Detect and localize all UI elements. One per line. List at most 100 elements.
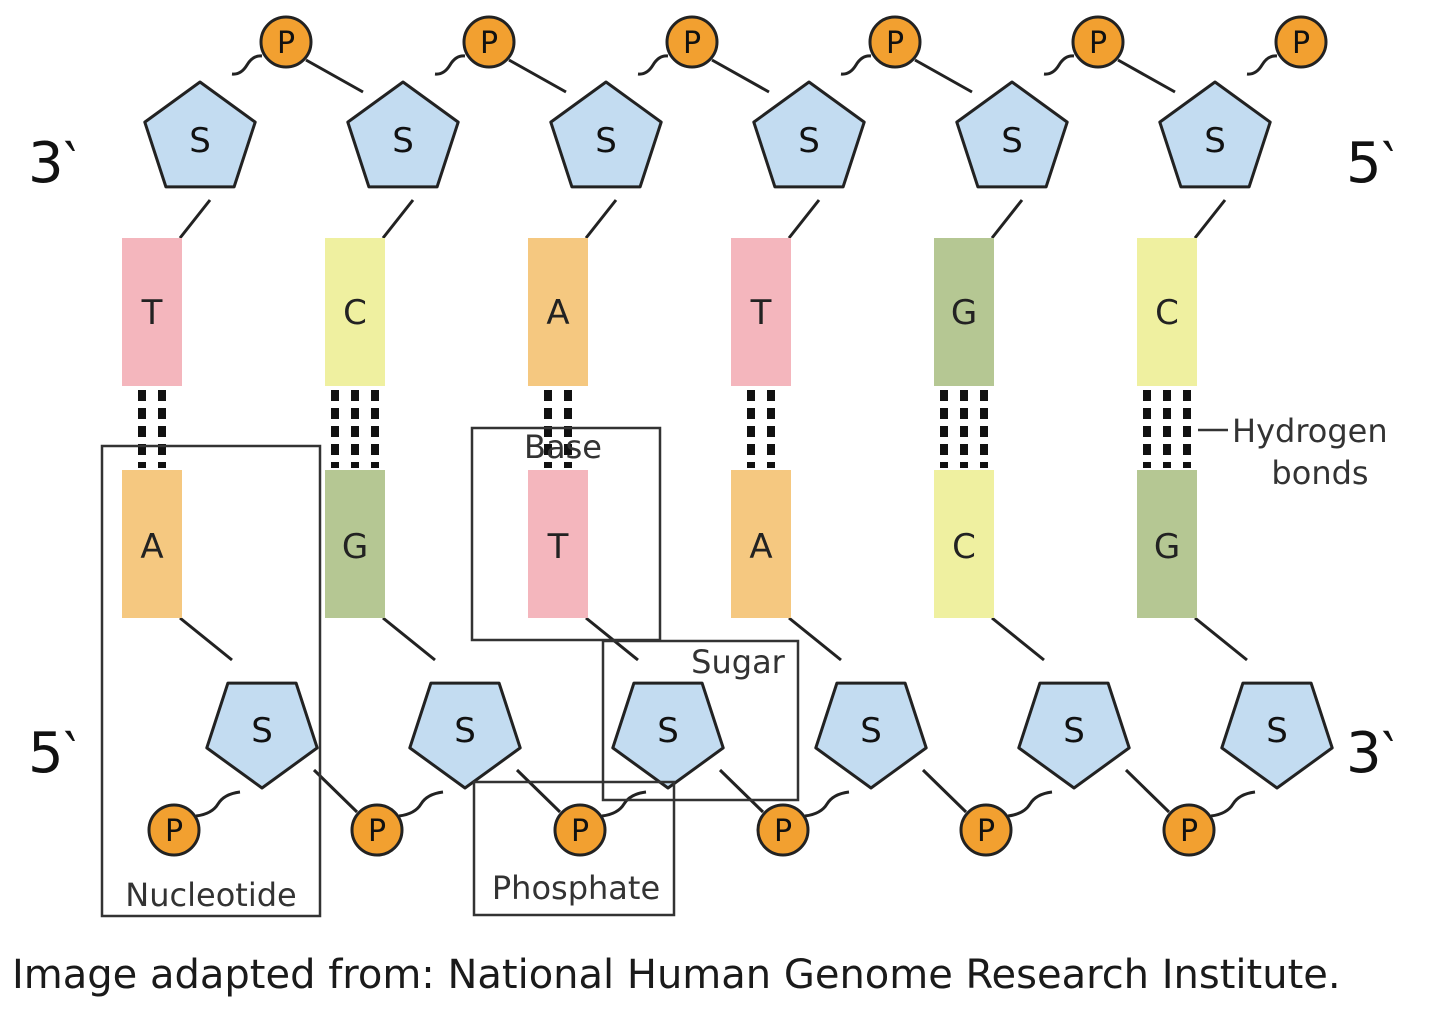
- bottom-base-sugar-bond-6: [1194, 616, 1248, 662]
- top-base-label-3: A: [546, 293, 569, 333]
- top-sugar-label-6: S: [1204, 121, 1226, 161]
- top-phosphate-2-label: P: [480, 26, 498, 61]
- bottom-phosphate-5: [959, 803, 1013, 857]
- bottom-phosphate-4: [756, 803, 810, 857]
- top-sugar-3: [549, 80, 663, 189]
- bottom-sugar-label-2: S: [454, 711, 476, 751]
- end-label-top-left: 3‵: [28, 131, 76, 196]
- top-base-label-1: T: [141, 293, 163, 333]
- bottom-sugar-phosphate-bond-3: [515, 768, 562, 814]
- bottom-sugar-3: [611, 681, 725, 790]
- bottom-phosphate-3-label: P: [571, 814, 589, 849]
- bottom-sugar-6: [1220, 681, 1334, 790]
- bottom-sugar-phosphate-bond-5: [921, 768, 968, 814]
- top-phosphate-4: [868, 15, 922, 69]
- top-phosphate-sugar-bond-2: [508, 58, 567, 94]
- image-credit: Image adapted from: National Human Genom…: [12, 952, 1341, 998]
- top-sugar-2: [346, 80, 460, 189]
- top-sugar-phosphate-bond-6: [1246, 54, 1278, 76]
- top-sugar-label-5: S: [1001, 121, 1023, 161]
- bottom-phosphate-sugar-bond-5: [1007, 790, 1053, 818]
- bottom-phosphate-6-label: P: [1180, 814, 1198, 849]
- top-sugar-label-2: S: [392, 121, 414, 161]
- bottom-phosphate-sugar-bond-1: [195, 790, 241, 818]
- top-base-3: [528, 238, 588, 386]
- top-phosphate-6: [1274, 15, 1328, 69]
- top-phosphate-sugar-bond-4: [914, 58, 973, 94]
- bottom-sugar-phosphate-bond-6: [1124, 768, 1171, 814]
- nucleotide-callout-box: [100, 444, 322, 918]
- top-phosphate-5: [1071, 15, 1125, 69]
- top-base-4: [731, 238, 791, 386]
- end-label-top-right: 5‵: [1346, 131, 1394, 196]
- top-sugar-label-4: S: [798, 121, 820, 161]
- sugar-callout-box: [601, 639, 800, 802]
- top-sugar-phosphate-bond-4: [840, 54, 872, 76]
- top-phosphate-sugar-bond-1: [305, 58, 364, 94]
- bottom-base-5: [934, 470, 994, 618]
- top-sugar-base-bond-4: [787, 199, 821, 239]
- hydrogen-bonds-label-line2: bonds: [1271, 454, 1368, 492]
- top-sugar-1: [143, 80, 257, 189]
- bottom-phosphate-2: [350, 803, 404, 857]
- bottom-phosphate-4-label: P: [774, 814, 792, 849]
- nucleotide-callout-label: Nucleotide: [125, 876, 296, 914]
- bottom-sugar-phosphate-bond-4: [718, 768, 765, 814]
- sugar-callout-label: Sugar: [691, 643, 786, 681]
- end-label-bottom-right: 3‵: [1346, 721, 1394, 786]
- top-phosphate-sugar-bond-5: [1117, 58, 1176, 94]
- top-sugar-base-bond-1: [178, 199, 212, 239]
- top-base-1: [122, 238, 182, 386]
- top-sugar-phosphate-bond-1: [231, 54, 263, 76]
- bottom-phosphate-2-label: P: [368, 814, 386, 849]
- bottom-base-6: [1137, 470, 1197, 618]
- top-phosphate-3: [665, 15, 719, 69]
- bottom-base-sugar-bond-5: [991, 616, 1045, 662]
- top-sugar-base-bond-3: [584, 199, 618, 239]
- bottom-phosphate-sugar-bond-3: [601, 790, 647, 818]
- hydrogen-bonds: [138, 390, 1191, 468]
- bottom-base-4: [731, 470, 791, 618]
- bottom-base-sugar-bond-2: [382, 616, 436, 662]
- bottom-phosphate-1: [147, 803, 201, 857]
- top-phosphate-2: [462, 15, 516, 69]
- bottom-sugar-label-5: S: [1063, 711, 1085, 751]
- bottom-sugar-5: [1017, 681, 1131, 790]
- base-callout-box: [470, 426, 662, 642]
- bottom-phosphate-6: [1162, 803, 1216, 857]
- top-sugar-label-1: S: [189, 121, 211, 161]
- bottom-phosphate-1-label: P: [165, 814, 183, 849]
- top-sugar-base-bond-5: [990, 199, 1024, 239]
- top-phosphate-3-label: P: [683, 26, 701, 61]
- bottom-base-sugar-bond-4: [788, 616, 842, 662]
- bottom-phosphate-sugar-bond-4: [804, 790, 850, 818]
- bottom-base-sugar-bond-1: [179, 616, 233, 662]
- bottom-base-label-2: G: [342, 527, 368, 567]
- top-phosphate-sugar-bond-3: [711, 58, 770, 94]
- bottom-base-label-6: G: [1154, 527, 1180, 567]
- bottom-phosphate-sugar-bond-6: [1210, 790, 1256, 818]
- bottom-sugar-4: [814, 681, 928, 790]
- top-sugar-base-bond-6: [1193, 199, 1227, 239]
- bottom-sugar-1: [205, 681, 319, 790]
- bottom-sugar-label-3: S: [657, 711, 679, 751]
- bottom-phosphate-sugar-bond-2: [398, 790, 444, 818]
- hydrogen-bonds-label-line1: Hydrogen: [1232, 412, 1388, 450]
- top-base-label-2: C: [343, 293, 367, 333]
- bottom-sugar-label-1: S: [251, 711, 273, 751]
- top-base-label-5: G: [951, 293, 977, 333]
- top-sugar-label-3: S: [595, 121, 617, 161]
- top-phosphate-4-label: P: [886, 26, 904, 61]
- top-sugar-4: [752, 80, 866, 189]
- bottom-phosphate-3: [553, 803, 607, 857]
- bottom-base-label-1: A: [140, 527, 163, 567]
- bottom-sugar-label-6: S: [1266, 711, 1288, 751]
- top-phosphate-5-label: P: [1089, 26, 1107, 61]
- phosphate-callout-box: [472, 780, 676, 917]
- top-phosphate-1-label: P: [277, 26, 295, 61]
- top-sugar-phosphate-bond-2: [434, 54, 466, 76]
